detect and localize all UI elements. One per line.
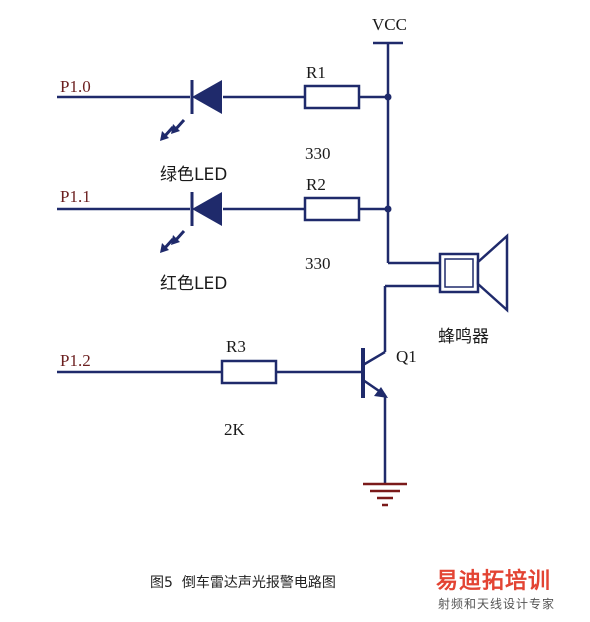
r1-label: R1 (306, 63, 326, 82)
green-led-light-arrows-icon (160, 118, 186, 141)
watermark-subtitle: 射频和天线设计专家 (438, 597, 556, 611)
q1-label: Q1 (396, 347, 417, 366)
red-led-light-arrows-icon (160, 229, 186, 253)
figure-title: 倒车雷达声光报警电路图 (181, 575, 336, 591)
buzzer-icon (438, 233, 509, 313)
resistor-r1 (303, 84, 361, 110)
pin-label-p10: P1.0 (60, 77, 91, 96)
wire-buzzer-collector (362, 284, 440, 367)
red-led-label: 红色LED (160, 274, 227, 294)
watermark-title: 易迪拓培训 (436, 569, 552, 594)
watermark: 易迪拓培训 射频和天线设计专家 (436, 563, 586, 613)
figure-caption: 图5 倒车雷达声光报警电路图 (150, 572, 440, 592)
pin-label-p12: P1.2 (60, 351, 91, 370)
resistor-r3 (220, 359, 278, 385)
r1-value: 330 (305, 144, 331, 163)
vcc-rail (373, 41, 440, 265)
red-led-symbol (190, 192, 222, 226)
vcc-label: VCC (372, 15, 407, 34)
r2-label: R2 (306, 175, 326, 194)
green-led-label: 绿色LED (160, 165, 227, 185)
buzzer-label: 蜂鸣器 (438, 327, 489, 347)
r3-value: 2K (224, 420, 246, 439)
figure-number: 图5 (150, 575, 173, 591)
green-led-symbol (190, 80, 222, 114)
pin-label-p11: P1.1 (60, 187, 91, 206)
transistor-q1-symbol (361, 348, 388, 398)
ground-icon (363, 482, 407, 507)
r2-value: 330 (305, 254, 331, 273)
r3-label: R3 (226, 337, 246, 356)
resistor-r2 (303, 196, 361, 222)
